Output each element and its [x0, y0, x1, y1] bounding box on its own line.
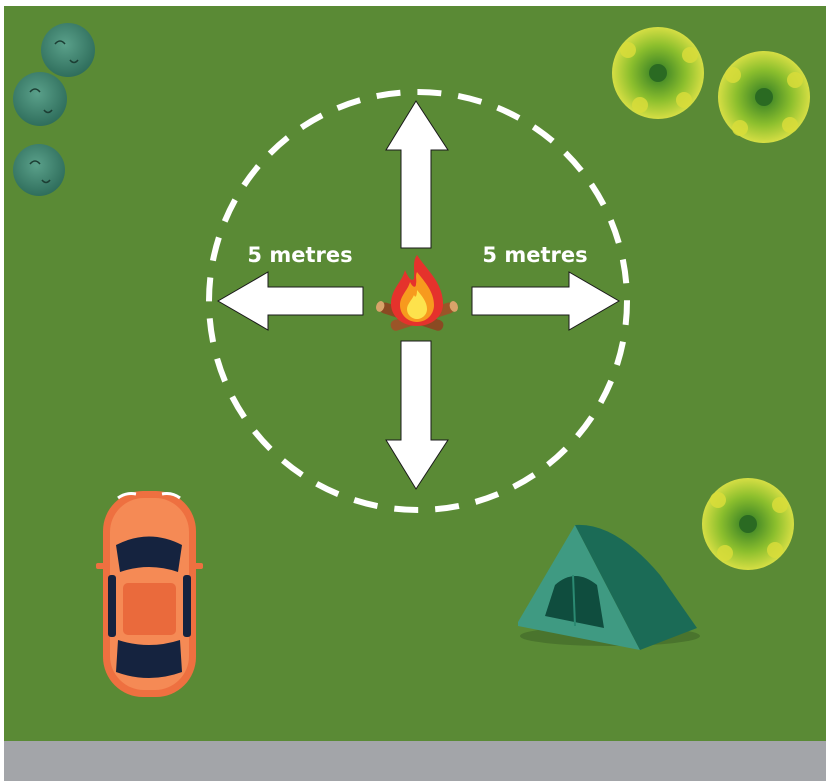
- car-icon: [96, 491, 203, 697]
- road-strip: [4, 741, 826, 781]
- right-distance-label: 5 metres: [482, 243, 587, 267]
- left-distance-label: 5 metres: [247, 243, 352, 267]
